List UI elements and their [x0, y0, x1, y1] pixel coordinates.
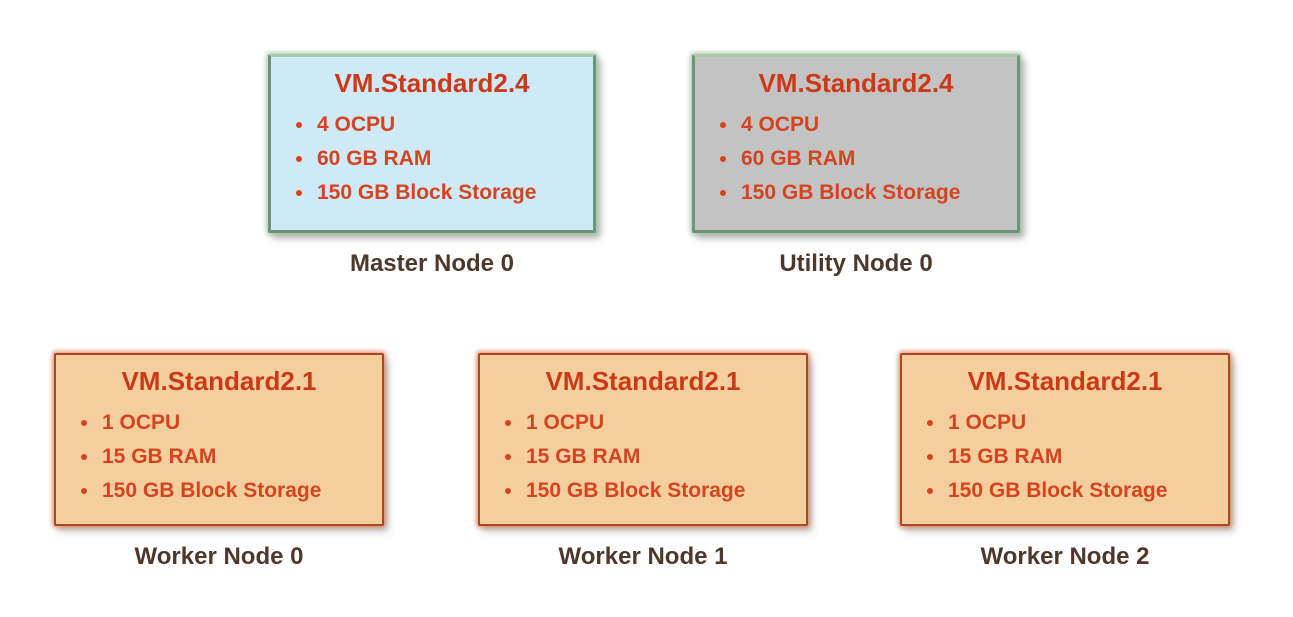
- node-label: Master Node 0: [349, 250, 515, 277]
- vm-shape-title: VM.Standard2.4: [334, 68, 530, 98]
- vm-spec-item: 1 OCPU: [480, 406, 806, 440]
- vm-spec-text: 15 GB RAM: [102, 445, 217, 468]
- vm-shape-card-worker-2: VM.Standard2.1 1 OCPU 15 GB RAM 150 GB B…: [900, 353, 1230, 526]
- vm-spec-list: 1 OCPU 15 GB RAM 150 GB Block Storage: [902, 406, 1228, 508]
- node-worker-2: VM.Standard2.1 1 OCPU 15 GB RAM 150 GB B…: [900, 353, 1230, 571]
- vm-shape-card-worker-1: VM.Standard2.1 1 OCPU 15 GB RAM 150 GB B…: [478, 353, 808, 526]
- vm-spec-text: 150 GB Block Storage: [317, 181, 537, 204]
- bullet-icon: [296, 190, 302, 196]
- bullet-icon: [81, 454, 87, 460]
- vm-spec-text: 4 OCPU: [741, 113, 820, 136]
- node-master-0: VM.Standard2.4 4 OCPU 60 GB RAM 150 GB B…: [268, 54, 596, 278]
- node-label: Worker Node 0: [134, 543, 304, 570]
- vm-shape-title: VM.Standard2.1: [121, 366, 317, 396]
- bullet-icon: [720, 156, 726, 162]
- vm-shape-card-worker-0: VM.Standard2.1 1 OCPU 15 GB RAM 150 GB B…: [54, 353, 384, 526]
- vm-spec-text: 15 GB RAM: [526, 445, 641, 468]
- bullet-icon: [505, 454, 511, 460]
- bullet-icon: [720, 190, 726, 196]
- vm-spec-text: 150 GB Block Storage: [102, 479, 322, 502]
- vm-spec-item: 150 GB Block Storage: [902, 474, 1228, 508]
- vm-shape-title: VM.Standard2.1: [967, 366, 1163, 396]
- vm-spec-item: 60 GB RAM: [271, 142, 593, 176]
- vm-spec-item: 1 OCPU: [56, 406, 382, 440]
- node-worker-0: VM.Standard2.1 1 OCPU 15 GB RAM 150 GB B…: [54, 353, 384, 571]
- vm-spec-item: 150 GB Block Storage: [695, 176, 1017, 210]
- vm-spec-item: 4 OCPU: [271, 108, 593, 142]
- bullet-icon: [505, 420, 511, 426]
- vm-shape-card-utility-0: VM.Standard2.4 4 OCPU 60 GB RAM 150 GB B…: [692, 54, 1020, 233]
- bullet-icon: [81, 488, 87, 494]
- vm-spec-list: 4 OCPU 60 GB RAM 150 GB Block Storage: [695, 108, 1017, 210]
- vm-spec-text: 60 GB RAM: [741, 147, 856, 170]
- bullet-icon: [927, 488, 933, 494]
- vm-spec-text: 1 OCPU: [948, 411, 1027, 434]
- node-utility-0: VM.Standard2.4 4 OCPU 60 GB RAM 150 GB B…: [692, 54, 1020, 278]
- vm-spec-item: 150 GB Block Storage: [56, 474, 382, 508]
- vm-spec-item: 150 GB Block Storage: [271, 176, 593, 210]
- bullet-icon: [81, 420, 87, 426]
- vm-spec-text: 4 OCPU: [317, 113, 396, 136]
- vm-shape-card-master-0: VM.Standard2.4 4 OCPU 60 GB RAM 150 GB B…: [268, 54, 596, 233]
- vm-shape-title: VM.Standard2.1: [545, 366, 741, 396]
- node-label: Utility Node 0: [779, 250, 933, 277]
- vm-spec-list: 4 OCPU 60 GB RAM 150 GB Block Storage: [271, 108, 593, 210]
- vm-spec-text: 60 GB RAM: [317, 147, 432, 170]
- bullet-icon: [296, 156, 302, 162]
- bullet-icon: [927, 420, 933, 426]
- node-label: Worker Node 1: [558, 543, 728, 570]
- node-worker-1: VM.Standard2.1 1 OCPU 15 GB RAM 150 GB B…: [478, 353, 808, 571]
- vm-shape-title: VM.Standard2.4: [758, 68, 954, 98]
- vm-spec-list: 1 OCPU 15 GB RAM 150 GB Block Storage: [480, 406, 806, 508]
- vm-spec-text: 1 OCPU: [102, 411, 181, 434]
- bullet-icon: [720, 122, 726, 128]
- vm-spec-list: 1 OCPU 15 GB RAM 150 GB Block Storage: [56, 406, 382, 508]
- vm-spec-item: 60 GB RAM: [695, 142, 1017, 176]
- vm-spec-item: 15 GB RAM: [480, 440, 806, 474]
- vm-spec-text: 150 GB Block Storage: [948, 479, 1168, 502]
- vm-spec-item: 15 GB RAM: [902, 440, 1228, 474]
- vm-spec-text: 15 GB RAM: [948, 445, 1063, 468]
- node-label: Worker Node 2: [980, 543, 1150, 570]
- bullet-icon: [505, 488, 511, 494]
- vm-spec-item: 15 GB RAM: [56, 440, 382, 474]
- vm-spec-text: 150 GB Block Storage: [741, 181, 961, 204]
- vm-spec-text: 150 GB Block Storage: [526, 479, 746, 502]
- bullet-icon: [927, 454, 933, 460]
- vm-spec-text: 1 OCPU: [526, 411, 605, 434]
- vm-spec-item: 1 OCPU: [902, 406, 1228, 440]
- bullet-icon: [296, 122, 302, 128]
- vm-spec-item: 4 OCPU: [695, 108, 1017, 142]
- vm-spec-item: 150 GB Block Storage: [480, 474, 806, 508]
